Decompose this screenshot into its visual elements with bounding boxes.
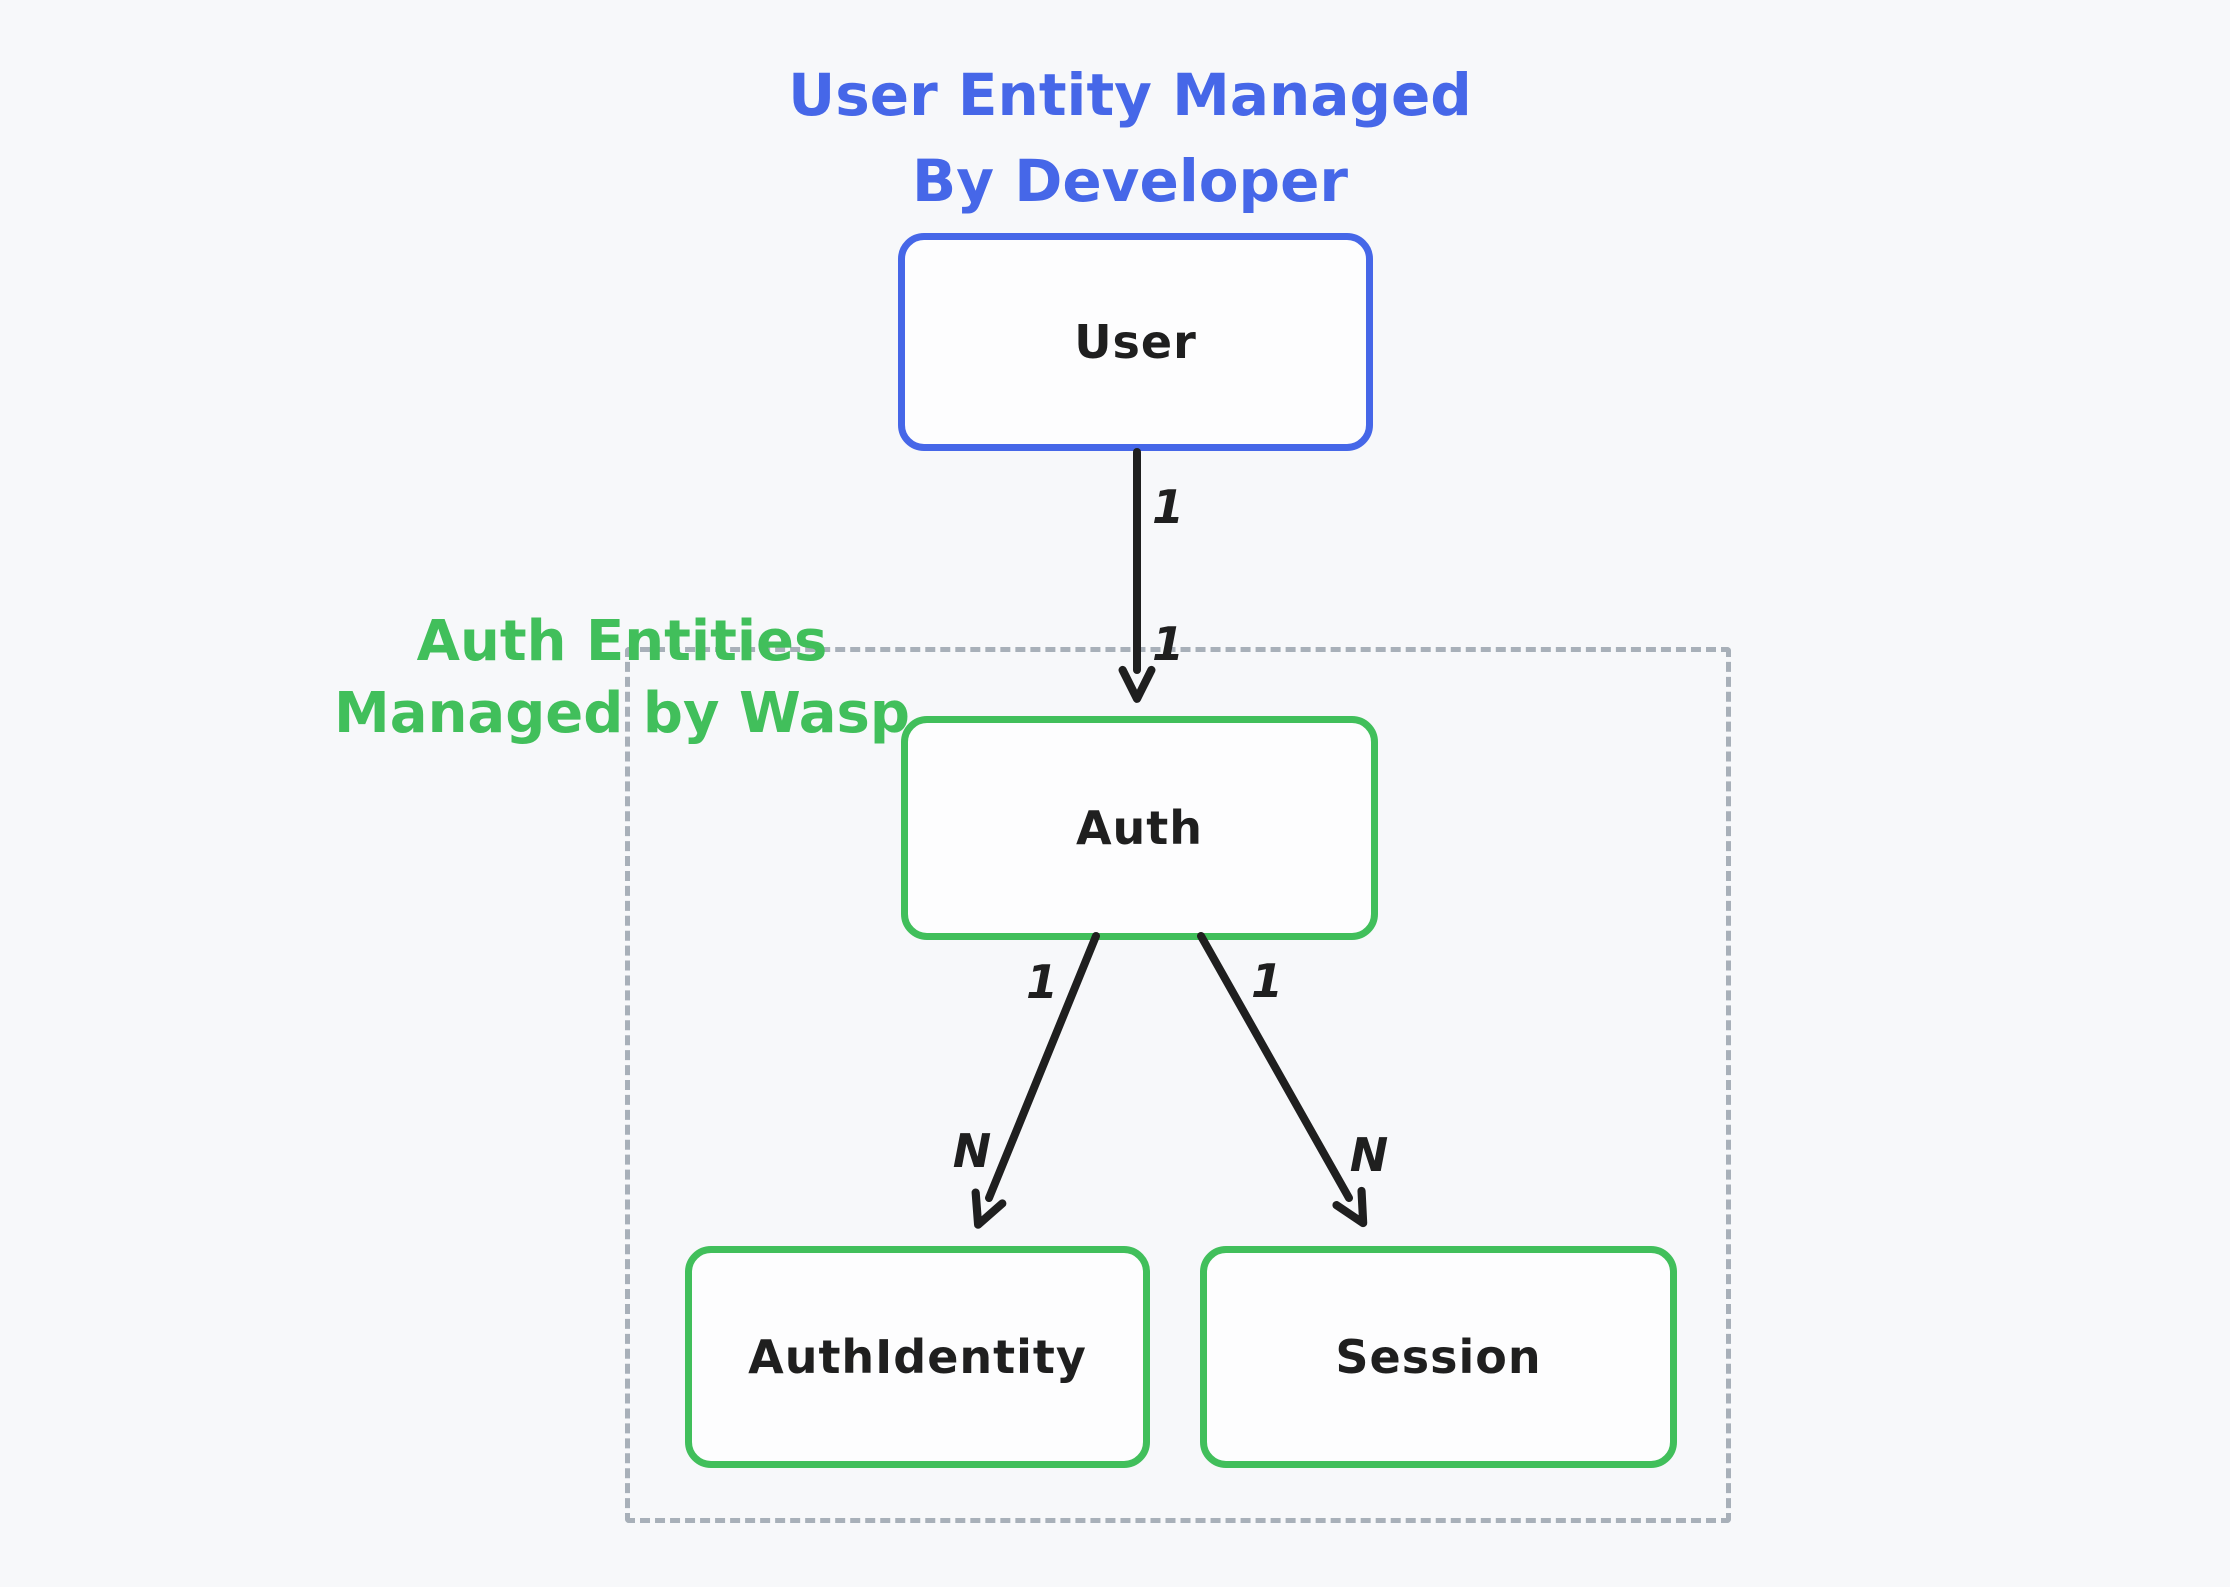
node-auth: Auth [901, 716, 1378, 940]
cardinality-auth-session-target: N [1349, 1128, 1389, 1182]
wasp-group-label: Auth Entities Managed by Wasp [292, 606, 952, 750]
developer-title: User Entity Managed By Developer [730, 52, 1530, 224]
cardinality-user-auth-source: 1 [1151, 480, 1185, 534]
node-user: User [898, 233, 1373, 451]
node-session: Session [1200, 1246, 1677, 1468]
node-authidentity-label: AuthIdentity [748, 1330, 1087, 1384]
node-authidentity: AuthIdentity [685, 1246, 1150, 1468]
wasp-entities-group-box [625, 647, 1731, 1523]
cardinality-user-auth-target: 1 [1151, 617, 1185, 671]
developer-title-line1: User Entity Managed [788, 61, 1472, 129]
cardinality-auth-session-source: 1 [1250, 954, 1284, 1008]
cardinality-auth-authidentity-target: N [952, 1124, 992, 1178]
node-auth-label: Auth [1075, 801, 1204, 855]
node-user-label: User [1074, 315, 1197, 369]
node-session-label: Session [1335, 1330, 1542, 1384]
wasp-group-label-line1: Auth Entities [416, 609, 828, 674]
cardinality-auth-authidentity-source: 1 [1025, 955, 1059, 1009]
wasp-group-label-line2: Managed by Wasp [334, 681, 910, 746]
developer-title-line2: By Developer [911, 147, 1349, 215]
